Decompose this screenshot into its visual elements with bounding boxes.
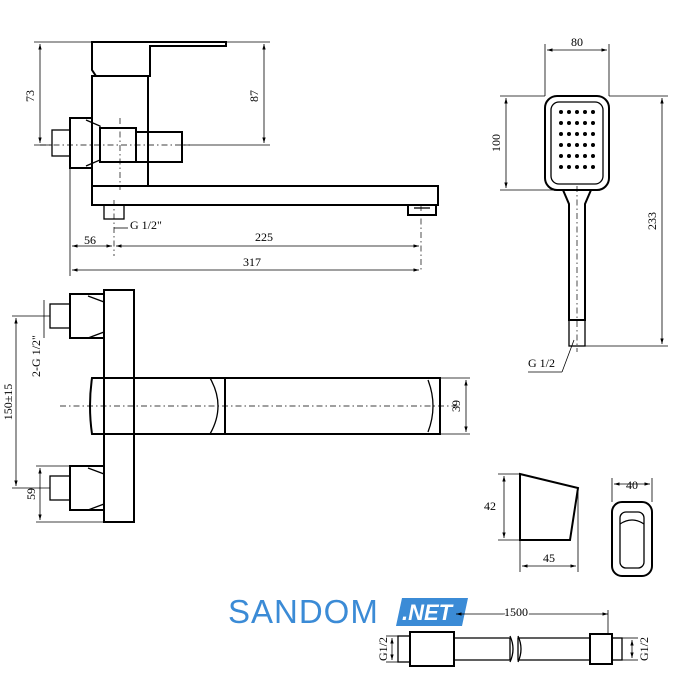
dim-59: 59 — [24, 488, 38, 500]
dim-87: 87 — [247, 90, 261, 102]
nozzle-dot — [591, 165, 595, 169]
nozzle-dot — [559, 132, 563, 136]
nozzle-dot — [575, 121, 579, 125]
nozzle-dot — [583, 143, 587, 147]
dim-233: 233 — [645, 212, 659, 230]
nozzle-dot — [583, 110, 587, 114]
nozzle-dot — [575, 165, 579, 169]
dim-56: 56 — [84, 233, 96, 247]
nozzle-dot — [559, 110, 563, 114]
shower-nozzles — [559, 110, 595, 169]
nozzle-dot — [559, 165, 563, 169]
nozzle-dot — [567, 143, 571, 147]
nozzle-dot — [583, 154, 587, 158]
dim-73: 73 — [23, 90, 37, 102]
nozzle-dot — [575, 154, 579, 158]
nozzle-dot — [591, 143, 595, 147]
hose-view: 1500 G1/2 G1/2 — [376, 604, 651, 667]
hose-thread-right: G1/2 — [637, 637, 651, 661]
nozzle-dot — [583, 165, 587, 169]
nozzle-dot — [567, 154, 571, 158]
nozzle-dot — [591, 154, 595, 158]
thread-label-front: 2-G 1/2" — [29, 335, 43, 377]
nozzle-dot — [559, 154, 563, 158]
watermark-brand: SANDOM — [228, 593, 379, 630]
nozzle-dot — [583, 121, 587, 125]
holder-side-view: 42 45 — [484, 472, 580, 572]
dim-1500: 1500 — [504, 605, 528, 619]
dim-317: 317 — [243, 255, 261, 269]
dim-40: 40 — [626, 478, 638, 492]
dim-150: 150±15 — [1, 384, 15, 421]
nozzle-dot — [567, 121, 571, 125]
nozzle-dot — [591, 132, 595, 136]
dim-100: 100 — [489, 134, 503, 152]
dim-39: 39 — [449, 400, 463, 412]
nozzle-dot — [575, 143, 579, 147]
nozzle-dot — [567, 165, 571, 169]
watermark-logo: SANDOM .NET — [228, 593, 468, 630]
watermark-suffix: .NET — [402, 600, 454, 625]
nozzle-dot — [591, 121, 595, 125]
dim-42: 42 — [484, 499, 496, 513]
faucet-front-view: 150±15 2-G 1/2" 59 39 — [1, 289, 470, 523]
dim-45: 45 — [543, 551, 555, 565]
nozzle-dot — [583, 132, 587, 136]
nozzle-dot — [559, 121, 563, 125]
holder-front-view: 40 — [611, 478, 653, 577]
nozzle-dot — [567, 132, 571, 136]
shower-head-view: 80 100 233 G 1/2 — [489, 35, 668, 373]
thread-label-top: G 1/2" — [130, 218, 162, 232]
hose-thread-left: G1/2 — [376, 637, 390, 661]
thread-label-shower: G 1/2 — [528, 356, 555, 370]
nozzle-dot — [559, 143, 563, 147]
nozzle-dot — [575, 132, 579, 136]
faucet-side-view: 73 87 G 1/2" 56 225 317 — [23, 41, 439, 276]
nozzle-dot — [567, 110, 571, 114]
nozzle-dot — [575, 110, 579, 114]
dim-80: 80 — [571, 35, 583, 49]
nozzle-dot — [591, 110, 595, 114]
dim-225: 225 — [255, 230, 273, 244]
